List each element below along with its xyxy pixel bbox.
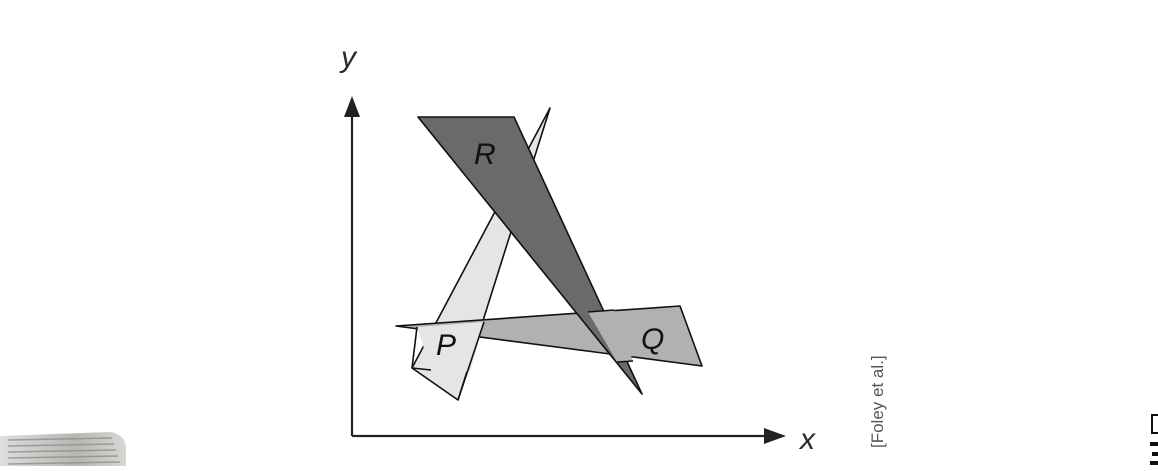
citation-label: [Foley et al.] (868, 355, 887, 448)
polygon-q-overlap-region (588, 310, 633, 362)
polygon-q-bottom-edge (616, 360, 634, 363)
polygon-p-bottom-edge (411, 367, 432, 371)
polygon-r (417, 116, 643, 395)
x-axis-label: x (798, 423, 816, 456)
y-axis-arrowhead (344, 96, 360, 117)
polygon-p-left-edge (411, 326, 418, 369)
edge-icon-fragment (1148, 414, 1158, 466)
corner-photo-fragment (0, 432, 126, 466)
polygon-q-label: Q (641, 323, 664, 356)
polygon-p-overlap-region (417, 322, 484, 372)
y-axis-label: y (339, 41, 358, 74)
x-axis-arrowhead (764, 428, 786, 444)
polygon-p-right-edge (457, 321, 485, 401)
polygon-r-label: R (474, 138, 496, 171)
polygon-p-label: P (436, 329, 456, 362)
polygon-q-top-edge (587, 309, 615, 313)
